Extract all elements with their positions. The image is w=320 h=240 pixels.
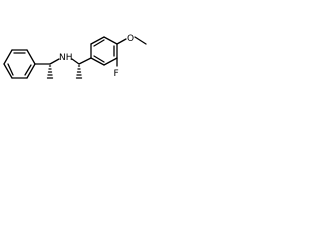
ring-bond	[90, 36, 105, 45]
stereocenter-to-ring-bond	[78, 57, 92, 65]
ring-bond	[26, 63, 36, 79]
methoxy-group	[116, 36, 147, 45]
ring-bond	[26, 49, 36, 65]
fluoromethoxyphenyl-ring	[90, 36, 118, 66]
amine-label: NH	[59, 53, 73, 63]
hashed-wedge-bond	[46, 65, 54, 79]
ring-double-bond	[93, 55, 105, 63]
hashed-wedge-bond	[75, 65, 83, 79]
ring-double-bond	[93, 39, 105, 47]
fluorine-label: F	[114, 69, 119, 79]
ring-bond	[3, 63, 13, 79]
ring-bond	[103, 57, 118, 66]
ring-bond	[90, 57, 105, 66]
molecule-diagram: NH	[3, 34, 147, 79]
left-stereocenter	[34, 58, 60, 79]
structure-canvas: NH	[0, 0, 152, 152]
oxygen-label: O	[127, 34, 134, 44]
right-stereocenter	[71, 57, 92, 79]
n-to-stereocenter-bond	[71, 58, 80, 65]
ring-double-bond	[7, 63, 14, 76]
ring-to-oxygen-bond	[116, 38, 127, 45]
phenyl-ring	[3, 49, 36, 79]
ring-bond	[103, 36, 118, 45]
ring-double-bond	[24, 64, 32, 76]
oxygen-to-methyl-bond	[134, 36, 147, 45]
ring-bond	[3, 49, 13, 65]
stereocenter-to-n-bond	[49, 58, 60, 65]
